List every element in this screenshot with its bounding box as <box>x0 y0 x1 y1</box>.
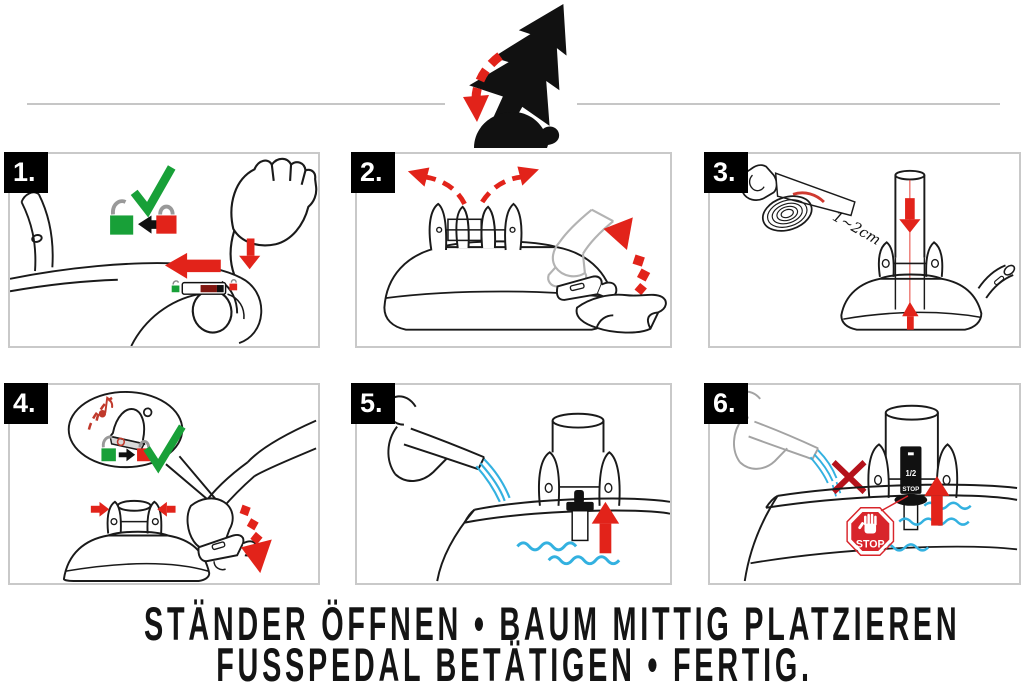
stop-sign-label: STOP <box>856 538 885 550</box>
water-waves-icon <box>881 501 972 552</box>
float-stop-label: STOP <box>902 486 920 493</box>
left-arrow-icon <box>138 215 167 234</box>
saw-icon <box>740 164 856 217</box>
curved-down-arrow-icon <box>463 52 503 122</box>
step-2-illustration <box>383 166 667 334</box>
shoe-icon <box>575 293 667 334</box>
caption: STÄNDER ÖFFNEN • BAUM MITTIG PLATZIEREN … <box>0 598 1029 689</box>
step-number-badge: 3. <box>704 152 748 193</box>
tree-stand-icon <box>436 412 670 582</box>
panel-step-5: 5. <box>351 383 672 585</box>
up-arrow-icon <box>591 501 620 554</box>
water-waves-icon <box>516 541 621 566</box>
step-number-badge: 5. <box>351 383 395 424</box>
claws-open-arrows-icon <box>407 166 539 206</box>
water-stream-icon <box>809 449 843 499</box>
cut-mark <box>792 191 825 204</box>
up-arrow-icon <box>924 476 950 526</box>
float-half-label: 1/2 <box>905 469 916 478</box>
locked-padlock-icon <box>156 204 177 234</box>
caption-line-2: FUSSPEDAL BETÄTIGEN • FERTIG. <box>216 639 813 692</box>
header-divider-left <box>27 103 445 105</box>
down-arrow-icon <box>899 198 921 233</box>
step-number-badge: 6. <box>704 383 748 424</box>
watering-can-icon <box>386 395 486 482</box>
float-indicator-max-icon: 1/2 STOP <box>894 446 928 531</box>
step-number-badge: 2. <box>351 152 395 193</box>
tree-stand-icon <box>840 241 1016 331</box>
unlocked-padlock-icon <box>110 199 134 235</box>
panel-step-1: 1. <box>4 152 320 348</box>
float-indicator-icon <box>566 489 594 542</box>
step-4-illustration <box>62 390 317 583</box>
up-arrow-icon <box>902 301 919 330</box>
step-5-illustration <box>386 395 670 582</box>
panel-step-2: 2. <box>351 152 672 348</box>
unlocked-padlock-icon <box>101 435 116 462</box>
trunk-icon <box>894 169 926 310</box>
stop-pointer-line <box>875 495 909 515</box>
panel-step-4: 4. <box>4 383 320 585</box>
header-divider-right <box>577 103 1000 105</box>
christmas-tree-icon <box>469 4 567 135</box>
step-1-illustration <box>10 157 318 346</box>
claws-close-arrows-icon <box>90 501 176 517</box>
tree-stand-icon <box>62 499 211 583</box>
header-logo <box>463 4 567 148</box>
step-number-badge: 4. <box>4 383 48 424</box>
checkmark-icon <box>130 165 176 218</box>
trunk-rings-icon <box>761 195 813 232</box>
up-arrow-dashed-icon <box>603 217 651 296</box>
panel-step-6: 6. <box>704 383 1021 585</box>
cut-length-label: 1~2cm <box>830 209 883 249</box>
bell-icon <box>108 407 153 452</box>
down-arrow-icon <box>239 238 261 270</box>
foot-press-pedal-icon <box>186 419 317 571</box>
step-6-illustration: 1/2 STOP ST <box>733 390 1018 582</box>
raised-hand-icon <box>858 513 877 534</box>
pedal-icon <box>555 275 618 301</box>
slider-lock-icon <box>171 279 238 295</box>
big-left-arrow-icon <box>164 252 221 279</box>
right-arrow-icon <box>118 448 136 462</box>
stop-sign-icon: STOP <box>846 507 895 557</box>
down-arrow-dashed-icon <box>239 504 272 574</box>
panel-step-3: 3. 1~2cm <box>704 152 1021 348</box>
checkmark-icon <box>143 424 186 474</box>
step-3-illustration: 1~2cm <box>740 164 1016 331</box>
tree-stand-silhouette-icon <box>474 112 560 148</box>
stand-closeup-lines <box>10 191 263 346</box>
water-stream-icon <box>475 458 511 503</box>
foot-on-pedal-icon <box>547 208 614 288</box>
music-note-icon <box>98 396 114 418</box>
step-number-badge: 1. <box>4 152 48 193</box>
caption-line-1: STÄNDER ÖFFNEN • BAUM MITTIG PLATZIEREN <box>144 598 961 651</box>
